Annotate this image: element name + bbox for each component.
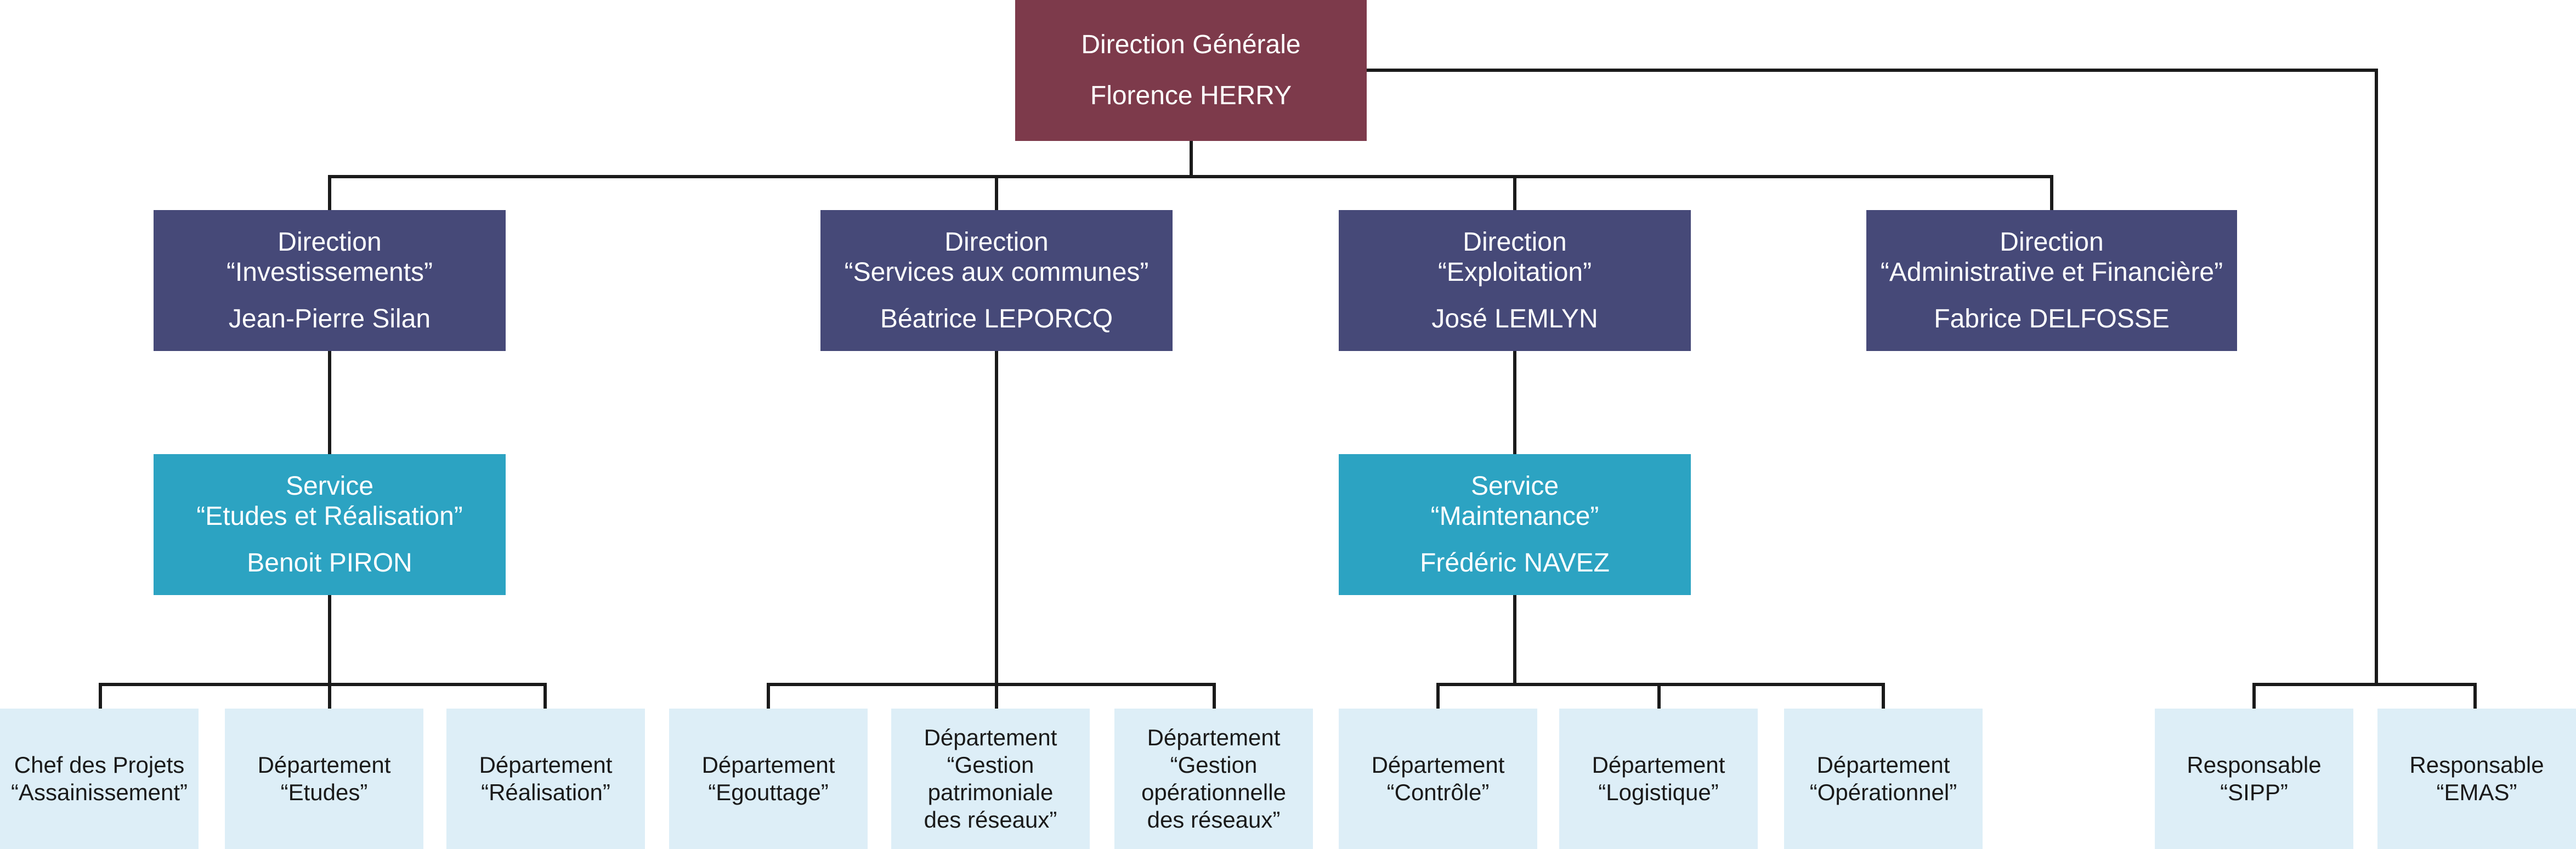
- direction-title: “Investissements”: [226, 258, 433, 287]
- direction-label: Direction: [278, 228, 382, 257]
- unit-box-operationnel: Département “Opérationnel”: [1784, 709, 1983, 849]
- unit-box-logistique: Département “Logistique”: [1559, 709, 1758, 849]
- unit-line: Département: [1371, 752, 1505, 778]
- service-label: Service: [285, 472, 374, 501]
- service-label: Service: [1470, 472, 1559, 501]
- service-head-name: Benoit PIRON: [247, 548, 412, 578]
- general-direction-box: Direction Générale Florence HERRY: [1015, 0, 1367, 141]
- director-name: Jean-Pierre Silan: [228, 304, 431, 333]
- general-director-name: Florence HERRY: [1090, 81, 1292, 110]
- unit-box-realisation: Département “Réalisation”: [446, 709, 645, 849]
- unit-line: “EMAS”: [2436, 779, 2517, 805]
- direction-title: “Services aux communes”: [844, 258, 1149, 287]
- unit-line: Département: [701, 752, 835, 778]
- unit-line: “SIPP”: [2220, 779, 2288, 805]
- unit-box-etudes: Département “Etudes”: [225, 709, 423, 849]
- unit-line: opérationnelle: [1141, 779, 1286, 805]
- unit-line: Département: [924, 725, 1057, 750]
- direction-title: “Administrative et Financière”: [1880, 258, 2223, 287]
- service-head-name: Frédéric NAVEZ: [1420, 548, 1610, 578]
- unit-line: “Egouttage”: [708, 779, 829, 805]
- unit-box-controle: Département “Contrôle”: [1339, 709, 1537, 849]
- direction-box-services-aux-communes: Direction “Services aux communes” Béatri…: [820, 210, 1173, 351]
- direction-label: Direction: [2000, 228, 2104, 257]
- unit-box-gestion-operationnelle: Département “Gestion opérationnelle des …: [1114, 709, 1313, 849]
- unit-line: “Logistique”: [1598, 779, 1719, 805]
- unit-line: Département: [1592, 752, 1725, 778]
- service-title: “Maintenance”: [1430, 502, 1599, 531]
- service-box-etudes-realisation: Service “Etudes et Réalisation” Benoit P…: [154, 454, 506, 595]
- unit-line: patrimoniale: [927, 779, 1054, 805]
- unit-line: “Réalisation”: [481, 779, 610, 805]
- unit-line: “Etudes”: [280, 779, 368, 805]
- unit-box-responsable-emas: Responsable “EMAS”: [2377, 709, 2576, 849]
- unit-line: Responsable: [2409, 752, 2544, 778]
- director-name: Béatrice LEPORCQ: [880, 304, 1113, 333]
- unit-line: “Gestion: [1170, 752, 1258, 778]
- unit-line: “Contrôle”: [1386, 779, 1490, 805]
- unit-line: “Gestion: [947, 752, 1034, 778]
- service-box-maintenance: Service “Maintenance” Frédéric NAVEZ: [1339, 454, 1691, 595]
- unit-line: Département: [479, 752, 613, 778]
- direction-box-exploitation: Direction “Exploitation” José LEMLYN: [1339, 210, 1691, 351]
- unit-line: Département: [257, 752, 391, 778]
- unit-box-egouttage: Département “Egouttage”: [669, 709, 868, 849]
- director-name: José LEMLYN: [1431, 304, 1598, 333]
- direction-title: “Exploitation”: [1437, 258, 1592, 287]
- unit-line: Département: [1816, 752, 1950, 778]
- unit-box-chef-projets-assainissement: Chef des Projets “Assainissement”: [0, 709, 199, 849]
- unit-line: Responsable: [2187, 752, 2322, 778]
- unit-line: Département: [1147, 725, 1281, 750]
- direction-label: Direction: [1463, 228, 1567, 257]
- direction-box-administrative-financiere: Direction “Administrative et Financière”…: [1866, 210, 2237, 351]
- unit-line: “Assainissement”: [10, 779, 188, 805]
- director-name: Fabrice DELFOSSE: [1934, 304, 2170, 333]
- unit-line: Chef des Projets: [14, 752, 185, 778]
- unit-box-gestion-patrimoniale: Département “Gestion patrimoniale des ré…: [891, 709, 1090, 849]
- direction-label: Direction: [944, 228, 1049, 257]
- direction-box-investissements: Direction “Investissements” Jean-Pierre …: [154, 210, 506, 351]
- unit-line: des réseaux”: [1147, 807, 1281, 833]
- unit-box-responsable-sipp: Responsable “SIPP”: [2155, 709, 2353, 849]
- unit-line: des réseaux”: [924, 807, 1057, 833]
- unit-line: “Opérationnel”: [1809, 779, 1957, 805]
- general-direction-title: Direction Générale: [1081, 30, 1301, 59]
- service-title: “Etudes et Réalisation”: [196, 502, 463, 531]
